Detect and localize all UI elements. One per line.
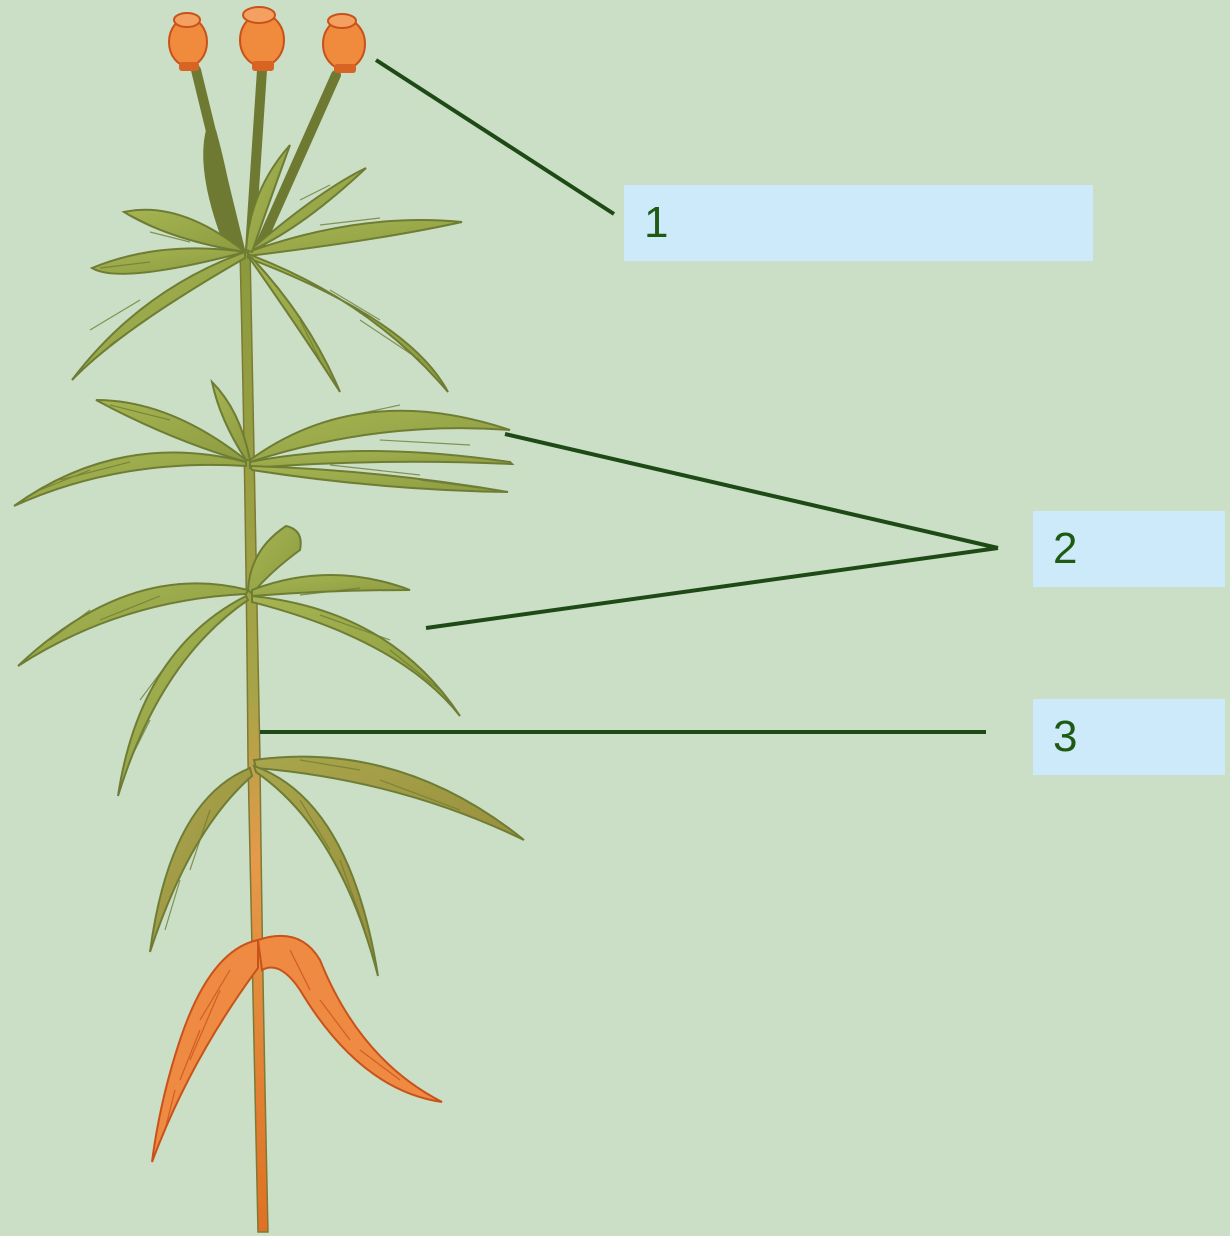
capsule-left	[169, 13, 207, 71]
capsules	[169, 7, 365, 73]
label-text-2: 2	[1053, 524, 1077, 573]
label-text-3: 3	[1053, 712, 1077, 761]
leaves	[14, 145, 524, 1162]
setae	[196, 70, 336, 250]
capsule-middle	[240, 7, 284, 71]
label-text-1: 1	[644, 198, 668, 247]
leader-line-2b	[426, 548, 998, 628]
leader-line-1	[376, 60, 614, 214]
label-box-1[interactable]: 1	[624, 185, 1093, 261]
label-box-3[interactable]: 3	[1033, 699, 1225, 775]
stem	[240, 250, 268, 1232]
label-box-2[interactable]: 2	[1033, 511, 1225, 587]
capsule-right	[323, 14, 365, 73]
leader-line-2a	[505, 434, 998, 548]
